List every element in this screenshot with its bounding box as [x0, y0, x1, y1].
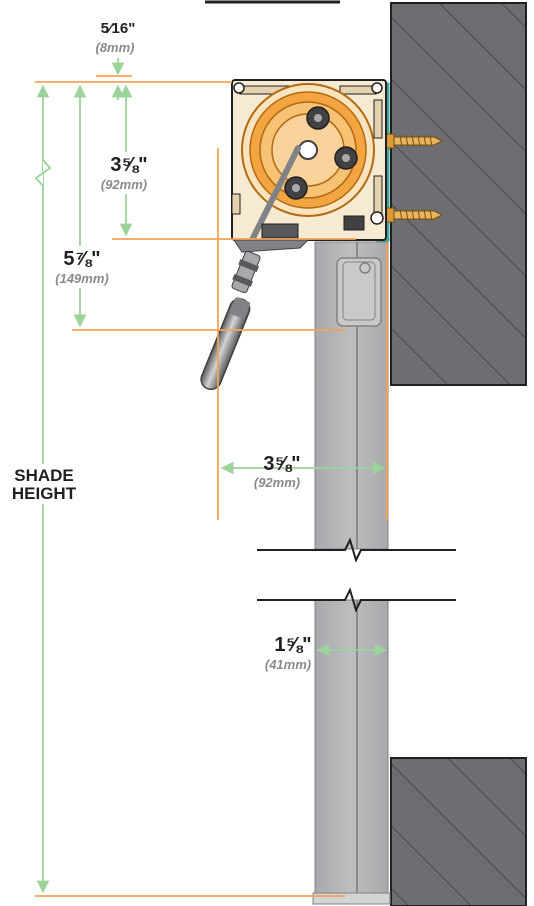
bracket-offset-imperial: 5⁄16" [101, 20, 136, 37]
wall-section-upper [390, 2, 527, 386]
break-line-lower [257, 587, 456, 613]
fabric-clearance-metric: (41mm) [265, 657, 311, 672]
shade-height-label-line2: HEIGHT [12, 484, 77, 503]
roller-height-metric: (92mm) [101, 177, 147, 192]
break-line-upper [257, 537, 456, 563]
fabric-clearance-imperial: 1⅝" [274, 634, 311, 656]
headrail-drop-imperial: 5⅞" [63, 248, 100, 270]
shade-fabric [312, 241, 391, 905]
crank-handle-icon [200, 145, 310, 391]
shade-height-label-line1: SHADE [14, 466, 74, 485]
bracket-offset-metric: (8mm) [95, 40, 134, 55]
projection-imperial: 3⅝" [263, 453, 300, 475]
roller-height-imperial: 3⅝" [110, 154, 147, 176]
roller-tube [241, 83, 375, 217]
headrail-drop-metric: (149mm) [55, 271, 108, 286]
projection-metric: (92mm) [254, 475, 300, 490]
lag-screw-lower [385, 207, 444, 223]
hembar-clip [336, 257, 382, 327]
orange-reference-lines [35, 75, 388, 897]
wall-section-lower [390, 757, 527, 906]
